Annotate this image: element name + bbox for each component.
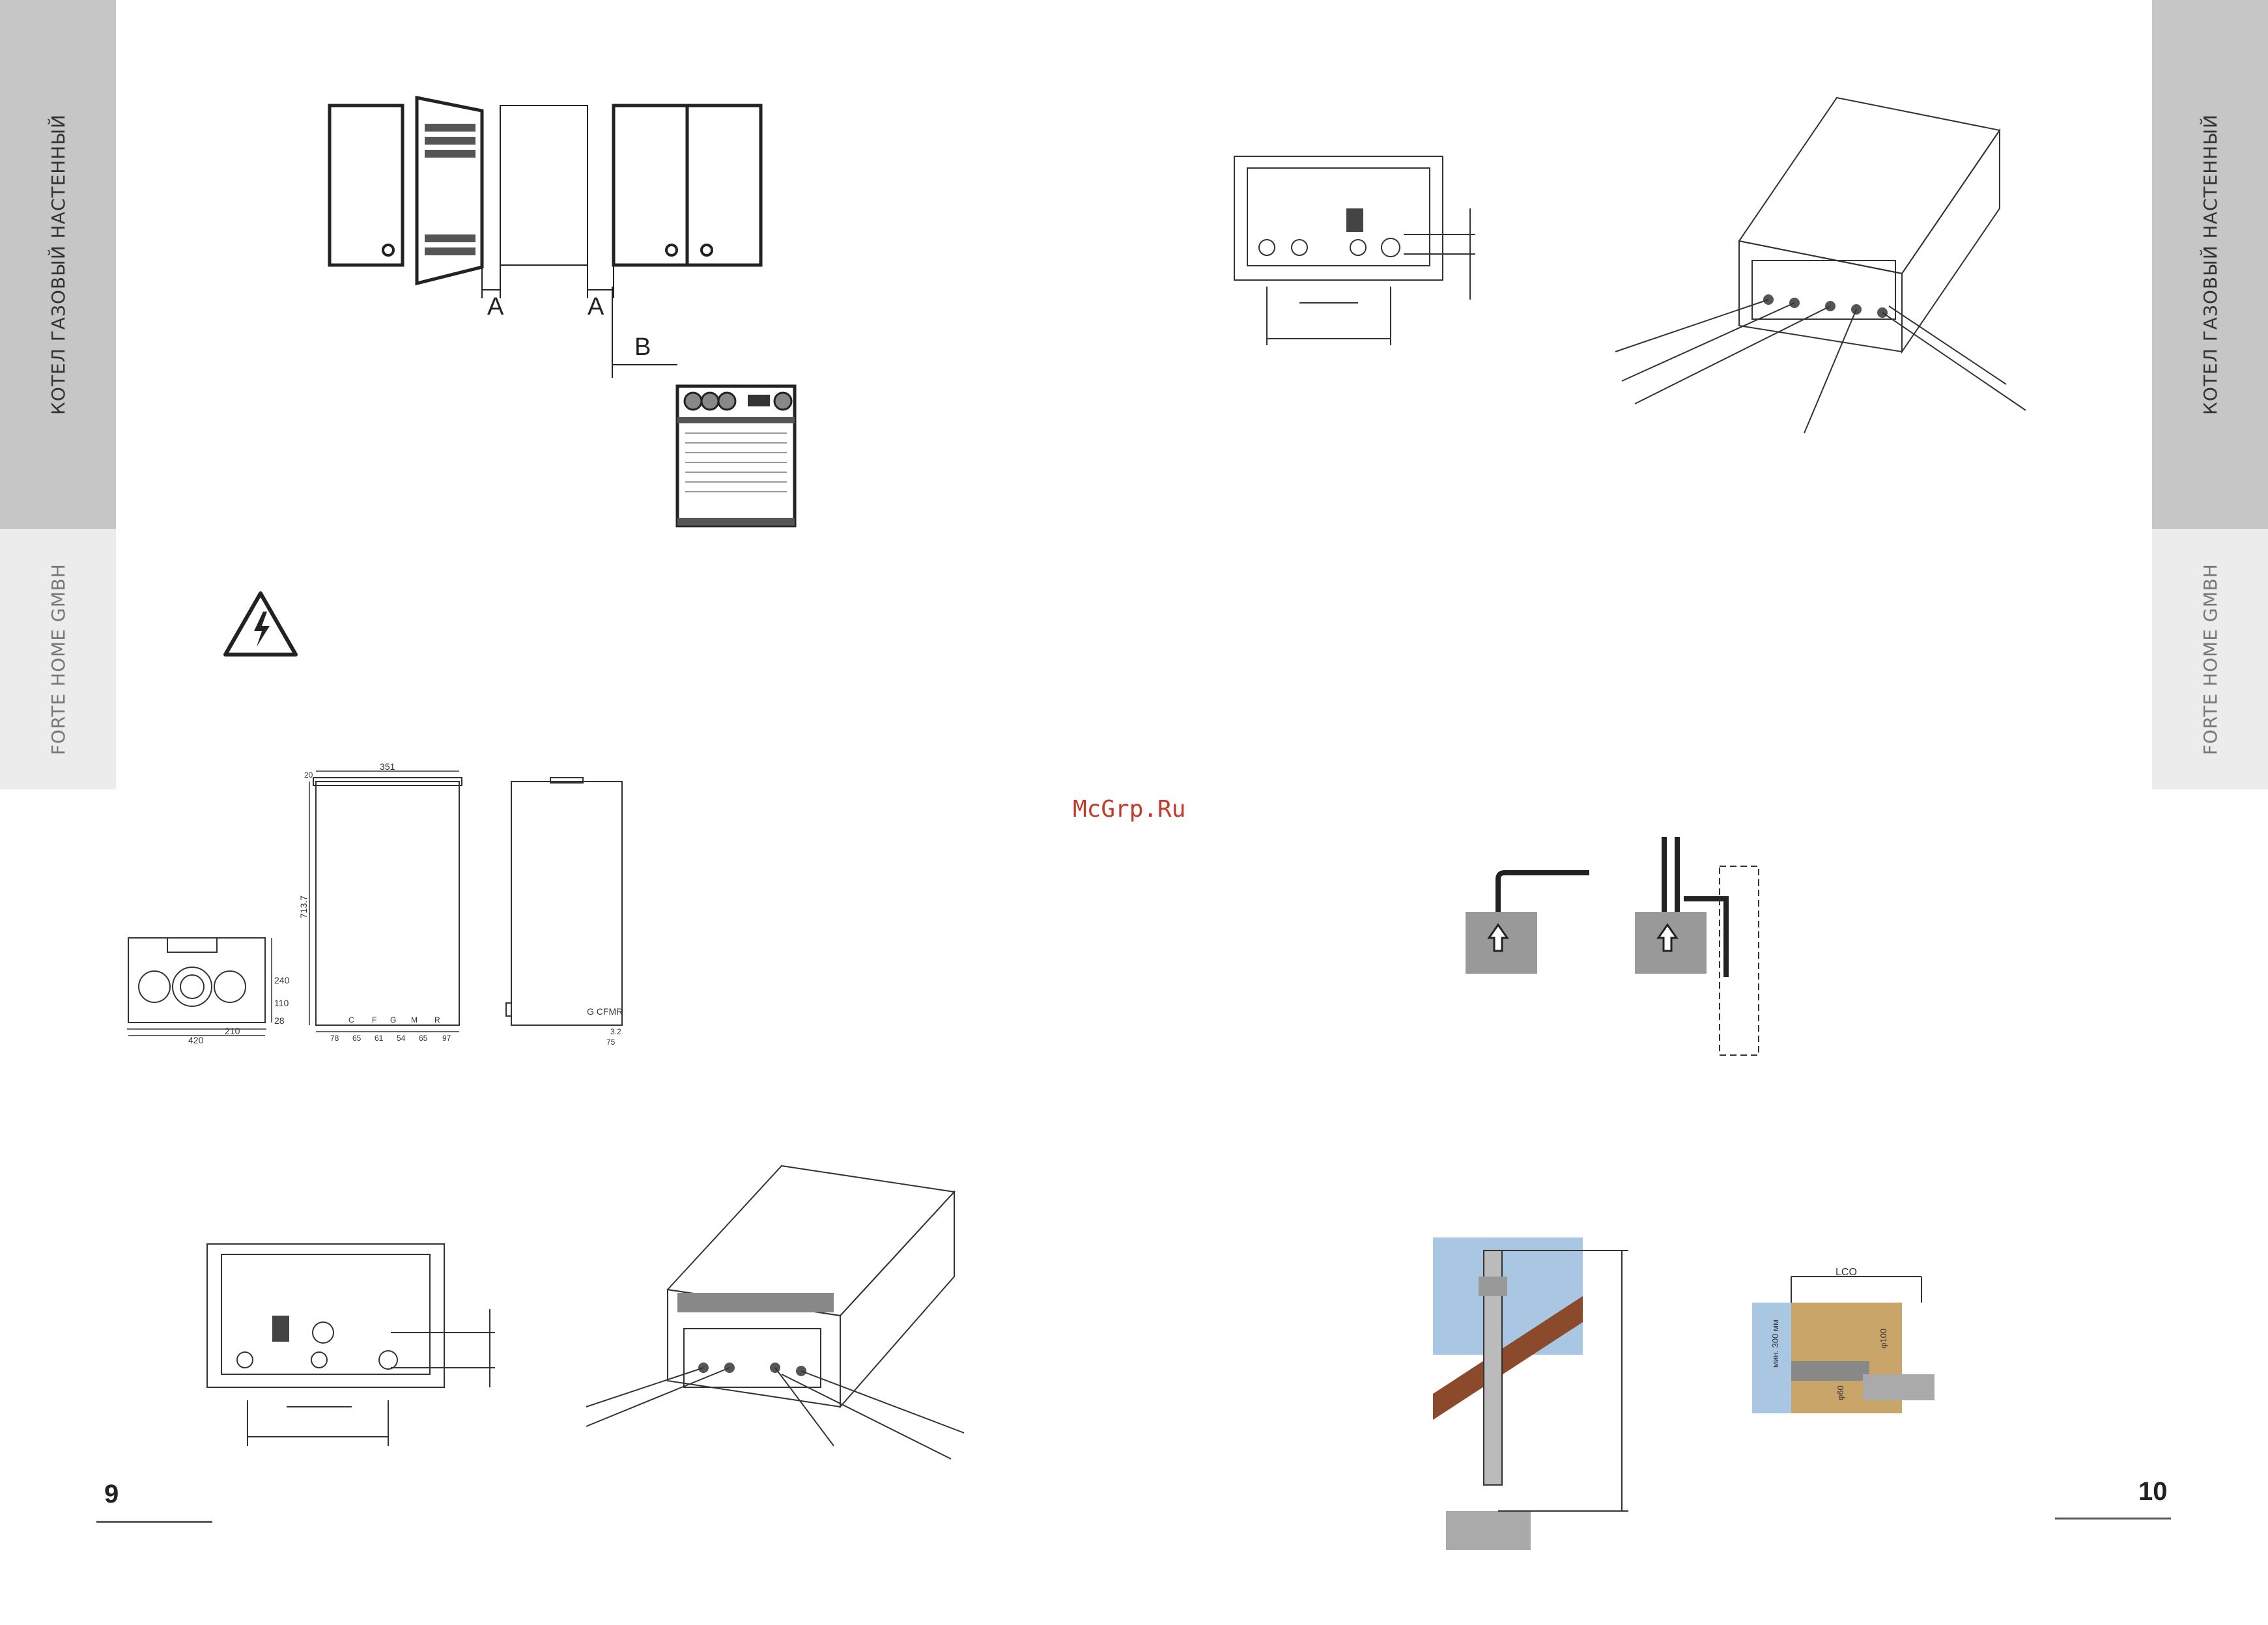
flue-sensor-figure: [1459, 827, 1772, 1062]
side-tab-brand-right: FORTE HOME GMBH: [2152, 529, 2268, 789]
connection-c: C: [348, 1015, 354, 1024]
dim-side-2: 75: [606, 1038, 616, 1047]
side-tab-brand-text: FORTE HOME GMBH: [48, 563, 69, 755]
side-tab-title-text: КОТЕЛ ГАЗОВЫЙ НАСТЕННЫЙ: [48, 114, 69, 415]
clearance-label-a-left: A: [487, 293, 504, 320]
connection-f: F: [372, 1015, 376, 1024]
side-tab-title-left: КОТЕЛ ГАЗОВЫЙ НАСТЕННЫЙ: [0, 0, 116, 529]
page-number-left: 9: [104, 1480, 119, 1509]
spacing-4: 54: [397, 1034, 406, 1043]
dim-offset-small: 20: [304, 770, 313, 780]
page-rule-left: [96, 1521, 212, 1523]
spacing-2: 65: [352, 1034, 361, 1043]
flue-d100-label: φ100: [1878, 1329, 1888, 1348]
bottom-panel-figure-right: [1228, 143, 1488, 358]
connection-m: M: [411, 1015, 418, 1024]
flue-lco-label: LCO: [1836, 1267, 1857, 1278]
dimension-drawings: 420 210 240 110 28 351 20 713.7 C F G M …: [120, 762, 668, 1062]
connection-g: G: [390, 1015, 396, 1024]
watermark: McGrp.Ru: [1073, 796, 1185, 823]
roof-flue-figure: [1433, 1237, 1641, 1550]
side-tab-title-right: КОТЕЛ ГАЗОВЫЙ НАСТЕННЫЙ: [2152, 0, 2268, 529]
side-tab-title-text: КОТЕЛ ГАЗОВЫЙ НАСТЕННЫЙ: [2200, 114, 2221, 415]
dim-base-width: 210: [225, 1026, 240, 1036]
clearance-figure: A A B: [319, 91, 814, 547]
dim-height: 713.7: [298, 896, 309, 918]
spacing-3: 61: [375, 1034, 384, 1043]
flue-min-label: мин. 300 мм: [1770, 1320, 1780, 1368]
page-number-right: 10: [2138, 1477, 2168, 1506]
clearance-label-b: B: [634, 333, 651, 361]
connection-r: R: [434, 1015, 440, 1024]
page-rule-right: [2055, 1518, 2171, 1519]
clearance-label-a-right: A: [588, 293, 604, 320]
electrical-hazard-icon: [221, 589, 300, 661]
dim-bottom-gap: 28: [274, 1015, 285, 1026]
side-connections-label: G CFMR: [587, 1006, 623, 1017]
dim-height-small: 110: [274, 998, 289, 1008]
dim-side-1: 3.2: [610, 1027, 621, 1036]
bottom-panel-figure: [195, 1231, 508, 1459]
side-tab-brand-text: FORTE HOME GMBH: [2200, 563, 2221, 755]
boiler-isometric-left: [586, 1159, 977, 1498]
flue-d60-label: φ60: [1836, 1385, 1845, 1400]
dim-width-bottom: 420: [188, 1035, 204, 1045]
spacing-5: 65: [419, 1034, 428, 1043]
wall-flue-figure: LCO мин. 300 мм φ100 φ60: [1752, 1270, 1935, 1452]
side-tab-brand-left: FORTE HOME GMBH: [0, 529, 116, 789]
dim-depth: 240: [274, 975, 290, 985]
boiler-isometric-right: [1615, 91, 2039, 443]
spacing-1: 78: [330, 1034, 339, 1043]
dim-width-top: 351: [380, 761, 395, 772]
spacing-6: 97: [442, 1034, 451, 1043]
